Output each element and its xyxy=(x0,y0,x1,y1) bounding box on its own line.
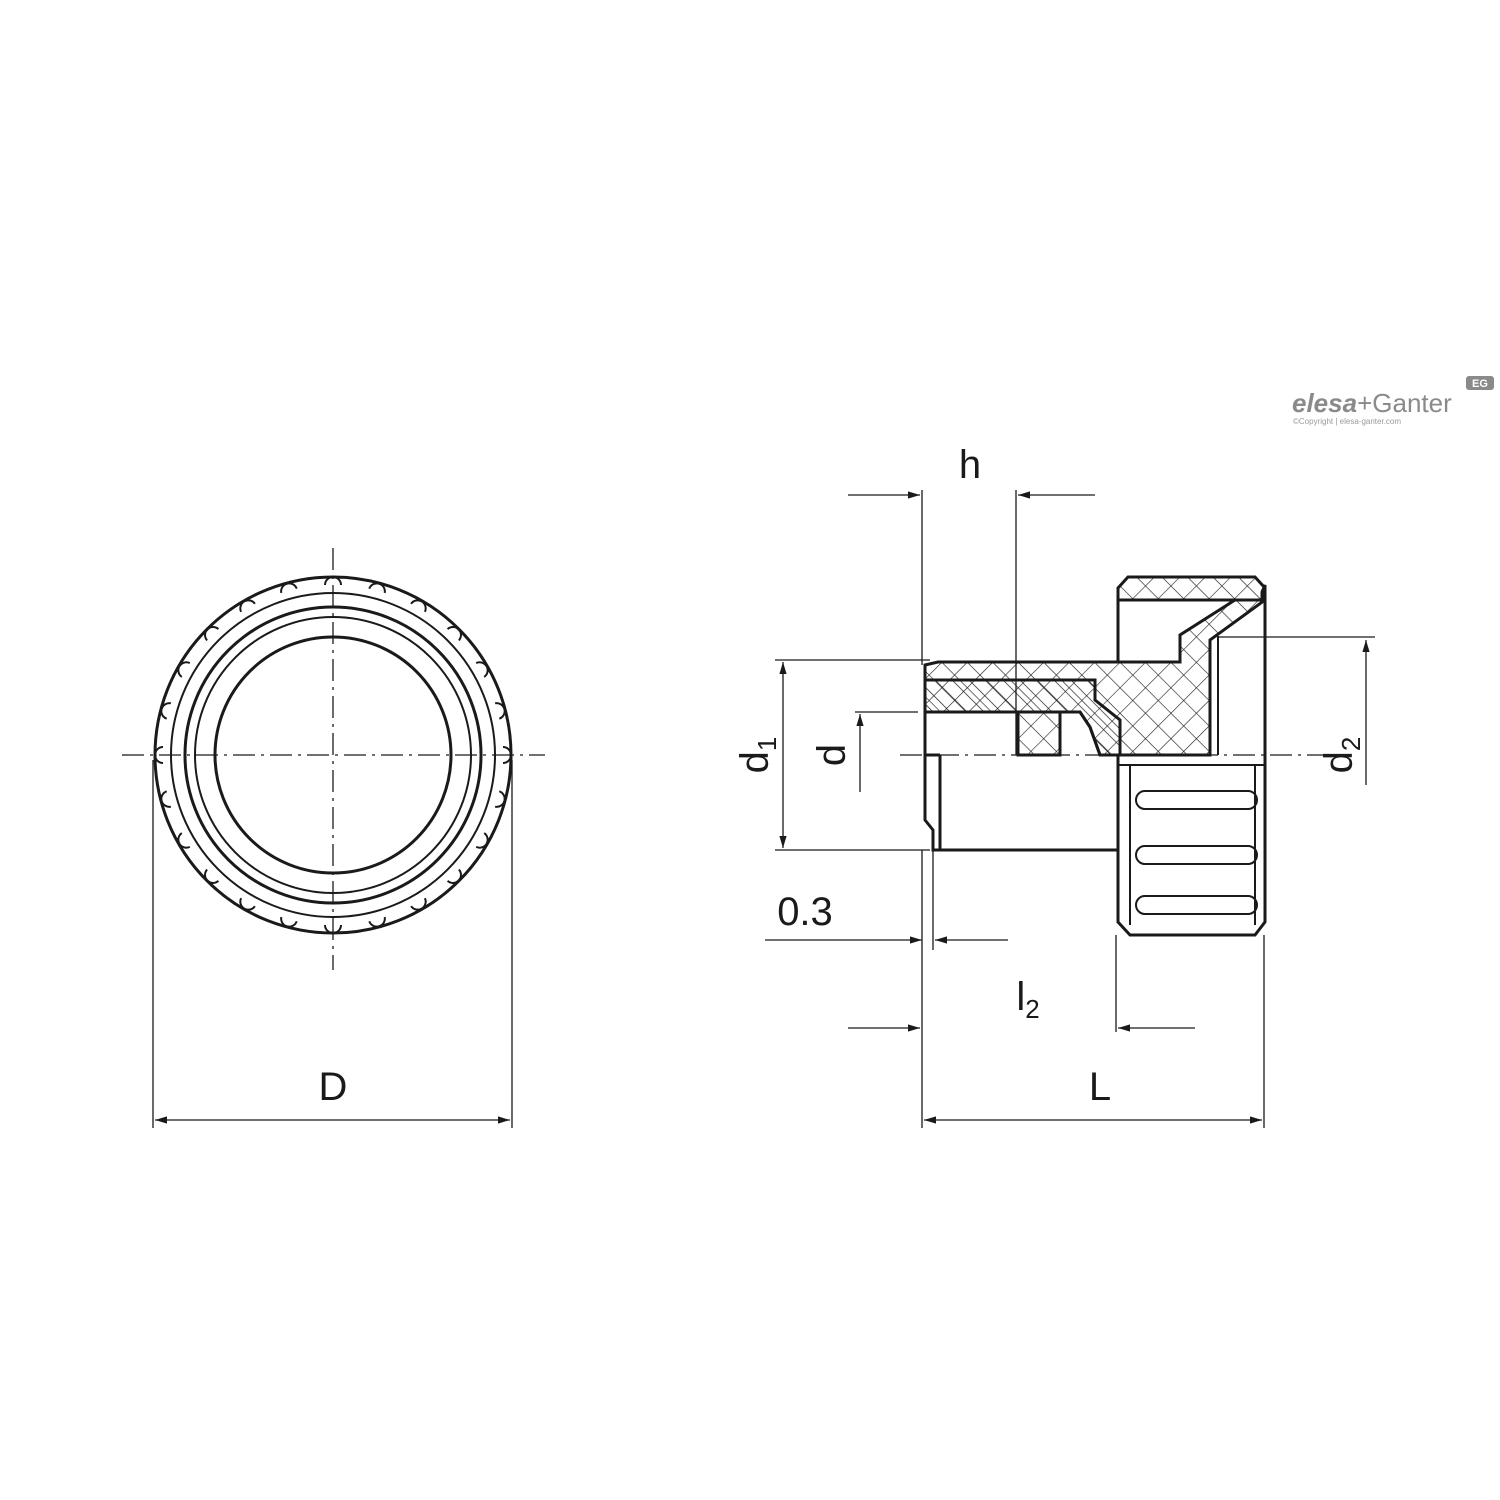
label-gap: 0.3 xyxy=(777,890,833,934)
bore-circle xyxy=(213,635,453,875)
knurl-bump xyxy=(502,746,512,764)
knurl-bump xyxy=(410,897,427,911)
knurl-bump xyxy=(177,832,191,849)
dimension-l2: l2 xyxy=(848,850,1195,1128)
dimension-d: d xyxy=(810,711,918,792)
knurl-bump xyxy=(446,868,462,884)
label-l2: l2 xyxy=(1016,975,1039,1024)
logo-wordmark: elesa+Ganter xyxy=(1292,388,1452,418)
label-h: h xyxy=(959,443,981,487)
dimension-h: h xyxy=(848,443,1095,755)
knurl-bump xyxy=(494,790,506,808)
knurl-bump xyxy=(177,661,191,678)
flute-groove xyxy=(1135,845,1258,865)
label-D: D xyxy=(319,1065,348,1109)
knurl-bump xyxy=(410,599,427,613)
knurl-bump xyxy=(239,599,256,613)
shaft-lower-outline xyxy=(923,712,1118,852)
knurl-bump xyxy=(475,661,489,678)
logo-copyright: ©Copyright | elesa-ganter.com xyxy=(1293,417,1401,426)
knurl-bump xyxy=(239,897,256,911)
knurl-bump xyxy=(160,790,172,808)
knurl-bump xyxy=(280,916,298,928)
knurl-bump xyxy=(324,924,342,934)
dimension-d1: d1 xyxy=(733,659,930,851)
knurl-bump xyxy=(494,702,506,720)
knurl-bump xyxy=(160,702,172,720)
front-view xyxy=(122,548,545,970)
section-metal-insert xyxy=(923,678,1122,757)
knurl-bump xyxy=(324,576,342,586)
knurl-bump xyxy=(446,626,462,642)
label-d1: d1 xyxy=(733,737,782,774)
knurl-bump xyxy=(368,582,386,594)
dimension-d2: d2 xyxy=(1218,636,1375,785)
flute-groove xyxy=(1135,790,1258,810)
knurl-bump xyxy=(204,868,220,884)
knurl-bump xyxy=(154,746,164,764)
logo-badge-text: EG xyxy=(1472,378,1488,390)
label-L: L xyxy=(1089,1065,1111,1109)
knurl-bump xyxy=(280,582,298,594)
knurl-bumps xyxy=(154,576,512,934)
dimension-D: D xyxy=(152,760,513,1128)
dimension-L: L xyxy=(924,935,1265,1128)
knob-lower-outline xyxy=(1116,755,1267,937)
flute-groove xyxy=(1135,895,1258,915)
side-view xyxy=(900,575,1345,937)
front-face-circle xyxy=(183,605,483,905)
label-d2: d2 xyxy=(1317,737,1366,774)
section-top-rim xyxy=(1116,575,1267,602)
knurl-bump xyxy=(368,916,386,928)
logo-badge-bg xyxy=(1466,376,1494,390)
brand-logo: elesa+Ganter EG ©Copyright | elesa-gante… xyxy=(1292,376,1494,426)
knurl-bump xyxy=(204,626,220,642)
knurl-bump xyxy=(475,832,489,849)
knurl-flutes xyxy=(1135,790,1258,915)
front-step-circle xyxy=(194,616,472,894)
knurl-inner-circle xyxy=(170,592,496,918)
dimension-gap: 0.3 xyxy=(765,850,1008,950)
label-d: d xyxy=(810,744,854,766)
